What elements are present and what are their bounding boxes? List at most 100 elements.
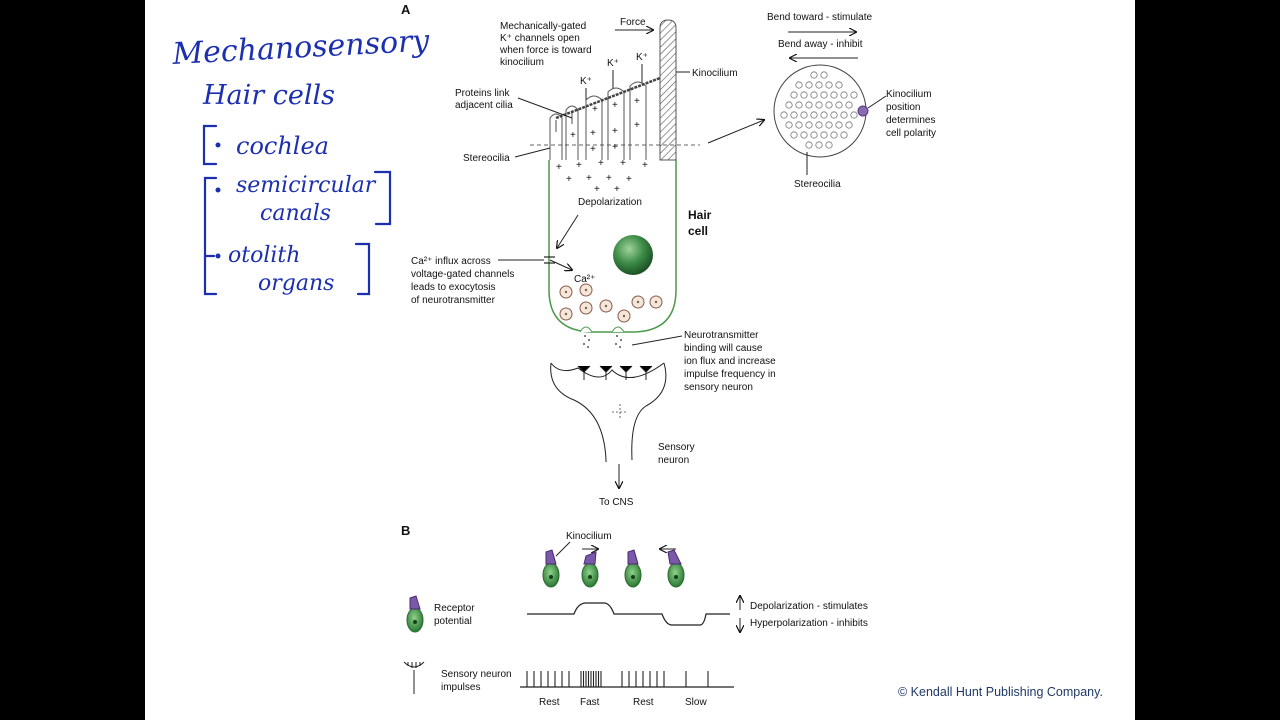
stereocilium-dot — [780, 111, 788, 119]
svg-text:+: + — [626, 174, 632, 185]
svg-text:voltage-gated channels: voltage-gated channels — [411, 269, 514, 280]
state-label: Rest — [539, 697, 560, 708]
svg-text:when force is toward: when force is toward — [499, 45, 592, 56]
bend-toward-label: Bend toward - stimulate — [767, 12, 872, 23]
stereocilium-dot — [815, 81, 823, 89]
stereocilia-pointer — [514, 147, 551, 158]
svg-text:+: + — [634, 120, 640, 131]
state-label: Rest — [633, 697, 654, 708]
svg-text:+: + — [590, 144, 596, 155]
stereocilium-dot — [825, 141, 833, 149]
stereocilium-dot — [805, 141, 813, 149]
svg-text:kinocilium: kinocilium — [500, 57, 544, 68]
svg-text:+: + — [598, 158, 604, 169]
svg-text:+: + — [620, 158, 626, 169]
bracket-left-semicircular — [203, 176, 218, 258]
stereocilium-dot — [810, 71, 818, 79]
bracket-cochlea — [202, 124, 218, 166]
vesicles — [559, 283, 663, 323]
stereocilium-dot — [820, 131, 828, 139]
force-label: Force — [620, 17, 646, 28]
stereocilium-dot — [835, 121, 843, 129]
kinocilium-structure — [659, 19, 677, 161]
svg-text:Mechanically-gated: Mechanically-gated — [500, 21, 586, 32]
stereocilium-dot — [800, 131, 808, 139]
stereocilium-dot — [825, 81, 833, 89]
hair-cell-label: Hair — [688, 208, 712, 222]
hair-cell-icon — [624, 549, 642, 588]
bracket-right-otolith — [354, 242, 371, 296]
nucleus — [613, 235, 653, 275]
kino-b-pointer — [555, 541, 571, 557]
stereocilium-dot — [805, 121, 813, 129]
svg-text:leads to exocytosis: leads to exocytosis — [411, 282, 496, 293]
kinocilium-b-label: Kinocilium — [566, 531, 612, 542]
svg-text:cell polarity: cell polarity — [886, 128, 936, 139]
hyperpolarization-inhibits-label: Hyperpolarization - inhibits — [750, 618, 868, 629]
stereocilium-dot — [815, 141, 823, 149]
svg-text:binding will cause: binding will cause — [684, 343, 763, 354]
stereocilium-dot — [815, 121, 823, 129]
svg-text:determines: determines — [886, 115, 935, 126]
stereocilium-dot — [800, 111, 808, 119]
svg-text:+: + — [590, 128, 596, 139]
stereocilium-dot — [820, 91, 828, 99]
stereocilium-dot — [845, 121, 853, 129]
stereocilium-dot — [840, 111, 848, 119]
stereocilium — [565, 105, 579, 160]
stereocilium-dot — [850, 111, 858, 119]
stereocilium — [549, 113, 563, 160]
mech-gated-label: Mechanically-gated K⁺ channels open when… — [499, 21, 592, 68]
neuron-center-mark — [612, 404, 628, 420]
panel-a-letter: A — [401, 2, 411, 17]
k-plus-label: K⁺ — [607, 58, 619, 69]
svg-text:+: + — [586, 173, 592, 184]
hair-cell-label: cell — [688, 224, 708, 238]
svg-text:+: + — [612, 126, 618, 137]
kinocilium-label: Kinocilium — [692, 68, 738, 79]
stereocilium-dot — [795, 121, 803, 129]
stereocilium — [629, 81, 647, 160]
stereocilium-dot — [835, 81, 843, 89]
ca2-label: Ca²⁺ — [574, 274, 595, 285]
cell-plus-signs: +++++ ++++ ++ — [556, 158, 648, 195]
stereocilium-dot — [820, 111, 828, 119]
item-otolith: otolith — [228, 243, 300, 268]
hair-cell-icon — [542, 549, 560, 588]
proteins-link-label: Proteins link — [455, 88, 510, 99]
neuron-legend-icon — [403, 661, 425, 694]
panel-b: B Kinocilium — [401, 523, 868, 708]
svg-text:sensory neuron: sensory neuron — [684, 382, 753, 393]
top-view-kinocilium — [857, 105, 869, 117]
svg-text:+: + — [642, 160, 648, 171]
bracket-left-otolith — [203, 254, 218, 296]
svg-text:Kinocilium: Kinocilium — [886, 89, 932, 100]
stereocilium-dot — [810, 131, 818, 139]
stereocilium-dot — [830, 111, 838, 119]
bullet-dot — [215, 253, 221, 259]
bracket-right-semicircular — [373, 170, 392, 226]
stereocilium-dot — [795, 101, 803, 109]
copyright-notice: © Kendall Hunt Publishing Company. — [898, 685, 1103, 699]
stereocilia-bundle — [549, 81, 647, 160]
receptor-potential-label: potential — [434, 616, 472, 627]
panel-a: A Force Mechanically-gated K⁺ channels o… — [401, 2, 936, 508]
stereocilium-dot — [800, 91, 808, 99]
stereocilium-dot — [850, 91, 858, 99]
stereocilium-dot — [830, 131, 838, 139]
ca-arrow — [549, 259, 572, 270]
vesicle-dots — [564, 288, 658, 318]
kino-position-pointer — [867, 95, 887, 109]
svg-text:+: + — [612, 100, 618, 111]
tip-links — [555, 76, 661, 120]
exocytosis — [579, 326, 625, 333]
stereocilium-dot — [810, 91, 818, 99]
stereocilium-dot — [810, 111, 818, 119]
neuron-top-outline — [550, 362, 665, 378]
impulse-spikes — [526, 671, 709, 687]
cilia-plus-signs: +++ ++++ ++ — [570, 96, 640, 155]
svg-text:Neurotransmitter: Neurotransmitter — [684, 330, 759, 341]
svg-text:+: + — [556, 162, 562, 173]
svg-text:ion flux and increase: ion flux and increase — [684, 356, 776, 367]
